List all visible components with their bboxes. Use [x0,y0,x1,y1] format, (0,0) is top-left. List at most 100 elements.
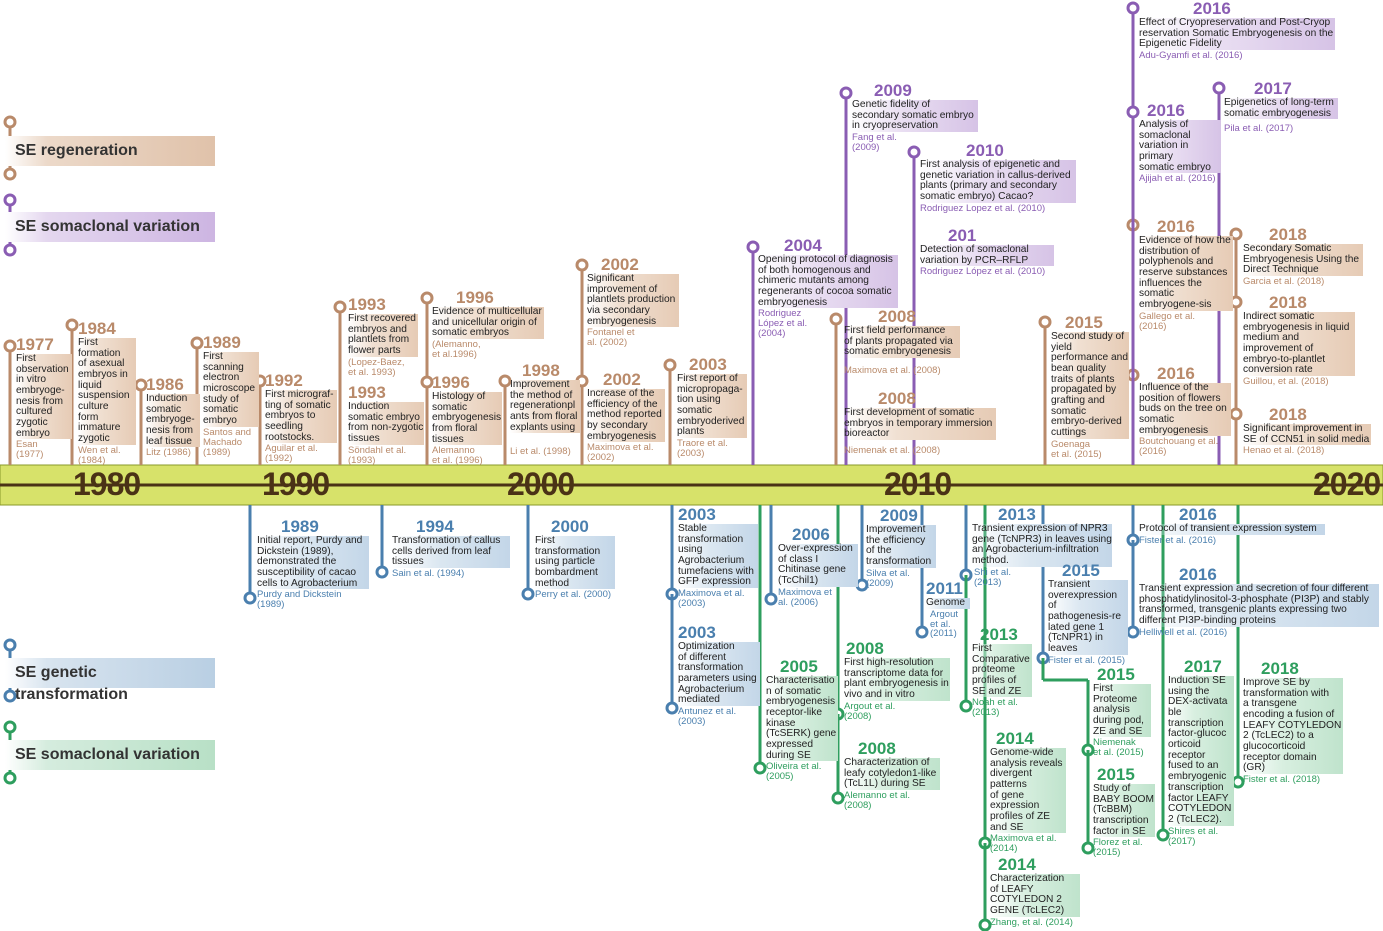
event-text: Significant improvement in SE of CCN51 i… [1243,422,1371,446]
event-1992: 1992 First micrograf- ting of somatic em… [265,372,337,464]
event-text: Analysis of somaclonal variation in prim… [1139,119,1221,174]
event-ref: Sain et al. (1994) [392,567,465,579]
event-year: 2002 [603,370,641,389]
event-ref: Li et al. (1998) [510,446,571,458]
event-1993-nonzygotic: 1993 Induction somatic embryo from non-z… [348,384,424,466]
event-year: 2015 [1062,561,1100,580]
decade-1990: 1990 [262,466,330,502]
event-ref: Perry et al. (2000) [535,589,612,601]
legend-marker-somaclonal-top [3,193,17,257]
event-text: Evidence of multicellular and unicellula… [432,306,544,339]
event-ref: Maximova et al. (2002) [587,442,654,464]
event-ref: Oliveira et al. (2005) [766,761,822,783]
event-ref: Aguilar et al. (1992) [265,443,318,465]
event-ref: Helliwell et al. (2016) [1139,626,1228,638]
event-2013-proteome: 2013 First Comparative proteome profiles… [972,626,1032,718]
event-ref: Niemenak et al. (2008) [844,444,941,456]
event-ref: (Lopez-Baez, et al. 1993) [348,356,405,378]
event-ref: Ajijah et al. (2016) [1139,173,1216,185]
event-ref: Santos and Machado (1989) [203,426,252,458]
event-text: Improvement the method of regenerationpl… [510,379,580,434]
event-ref: Maximova et al. (2003) [678,588,745,610]
event-2014-genome-wide: 2014 Genome-wide analysis reveals diverg… [990,730,1066,854]
event-year: 2013 [980,625,1018,644]
event-ref: Garcia et al. (2018) [1243,275,1325,287]
event-text: First transformation using particle bomb… [535,535,615,590]
event-2010-pcr: 201 Detection of somaclonal variation by… [920,227,1054,277]
event-ref: Rodriguez López et al. (2010) [920,266,1046,278]
decade-2000: 2000 [507,466,575,502]
event-text: First Comparative proteome profiles of S… [972,643,1032,698]
event-text: Characterization of leafy cotyledon1-lik… [844,757,940,790]
event-text: Transformation of callus cells derived f… [392,535,510,568]
event-text: Protocol of transient expression system [1139,523,1325,535]
event-year: 2008 [858,739,896,758]
event-year: 2010 [966,141,1004,160]
event-2009-efficiency: 2009 Improvement the efficiency of the t… [866,507,936,589]
event-year: 2015 [1065,313,1103,332]
event-year: 2003 [678,623,716,642]
event-year: 1996 [432,373,470,392]
event-2000: 2000 First transformation using particle… [535,518,615,600]
legend-transformation: SE genetic transformation [5,658,215,703]
event-2016-flowerbuds: 2016 Influence of the position of flower… [1139,365,1231,457]
event-year: 1994 [416,517,454,536]
event-2013-npr3: 2013 Transient expression of NPR3 gene (… [972,506,1112,588]
event-year: 2016 [1193,0,1231,18]
event-text: First high-resolution transcriptome data… [844,656,950,701]
event-text: First analysis of epigenetic and genetic… [920,159,1076,203]
event-year: 2004 [784,236,822,255]
event-year: 2018 [1269,293,1307,312]
event-text: Improve SE by transformation with a tran… [1243,676,1343,775]
event-ref: Guillou, et al. (2018) [1243,376,1329,388]
event-year: 2002 [601,255,639,274]
legend-somaclonal-top: SE somaclonal variation [5,212,215,242]
event-ref: Fontanel et al. (2002) [587,327,635,349]
event-1996-histology: 1996 Histology of somatic embryogenesis … [432,374,502,466]
event-year: 2017 [1184,657,1222,676]
event-year: 2003 [689,355,727,374]
event-2009-cryo: 2009 Genetic fidelity of secondary somat… [852,82,978,153]
event-text: Increase of the efficiency of the method… [587,388,665,443]
event-year: 1998 [522,361,560,380]
event-2018-indirect: 2018 Indirect somatic embryogenesis in l… [1243,294,1355,387]
event-year: 2016 [1147,101,1185,120]
event-2003-gfp: 2003 Stable transformation using Agrobac… [678,506,758,609]
event-year: 2008 [846,639,884,658]
event-2005: 2005 Characterisatio n of somatic embryo… [766,658,838,782]
event-text: Induction SE using the DEX-activata ble … [1168,675,1234,826]
event-2016-primary: 2016 Analysis of somaclonal variation in… [1139,102,1221,184]
event-ref: Wen et al. (1984) [78,444,121,466]
event-year: 1996 [456,288,494,307]
event-ref: Henao et al. (2018) [1243,445,1325,457]
event-text: First field performance of plants propag… [844,325,960,358]
event-year: 201 [948,226,977,245]
event-ref: Fister et al. (2015) [1048,654,1126,666]
event-year: 2003 [678,505,716,524]
event-text: First observation in vitro embryoge- nes… [16,353,72,440]
event-year: 2017 [1254,79,1292,98]
event-ref: Rodriguez Lopez et al. (2010) [920,202,1046,214]
event-year: 1989 [203,333,241,352]
event-2003-micropropagation: 2003 First report of micropropaga- tion … [677,356,747,459]
event-ref: Esan (1977) [16,439,44,461]
event-text: Significant improvement of plantlets pro… [587,273,679,328]
event-year: 2005 [780,657,818,676]
event-1996-origin: 1996 Evidence of multicellular and unice… [432,289,544,360]
event-year: 2018 [1261,659,1299,678]
event-text: Influence of the position of flowers bud… [1139,382,1231,437]
event-2018-gr: 2018 Improve SE by transformation with a… [1243,660,1343,785]
decade-2020: 2020 [1313,466,1381,502]
event-year: 1984 [78,319,116,338]
legend-regeneration: SE regeneration [5,136,215,166]
event-ref: Maximova et al. (2006) [778,586,832,608]
event-year: 2016 [1179,505,1217,524]
event-year: 2000 [551,517,589,536]
event-year: 2014 [998,855,1036,874]
event-2015-npr1: 2015 Transient overexpression of pathoge… [1048,562,1128,666]
event-1998: 1998 Improvement the method of regenerat… [510,362,580,457]
event-text: Transient expression of NPR3 gene (TcNPR… [972,522,1112,567]
event-text: Secondary Somatic Embryogenesis Using th… [1243,243,1363,276]
event-text: Genome-wide analysis reveals divergent p… [990,747,1066,834]
event-year: 1993 [348,295,386,314]
